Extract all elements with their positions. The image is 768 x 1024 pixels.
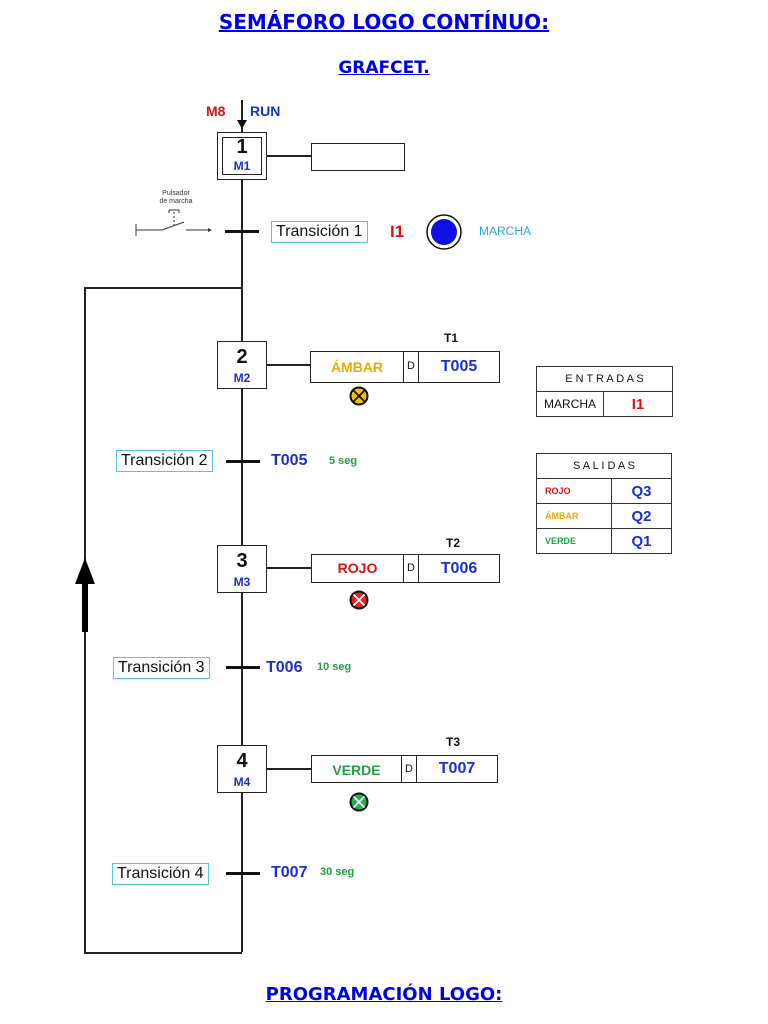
transition-4-timer: T007 <box>271 864 308 881</box>
transition-4-tick <box>226 872 260 875</box>
entradas-table: E N T R A D A S MARCHA I1 <box>536 366 673 417</box>
action-timer-t007: T007 <box>438 760 476 777</box>
transition-2-label: Transición 2 <box>116 450 213 472</box>
m8-label: M8 <box>206 103 226 119</box>
step-2-action: ÁMBAR D T005 <box>310 351 500 383</box>
step-1-action-box <box>311 143 405 171</box>
page-title: SEMÁFORO LOGO CONTÍNUO: <box>218 10 550 34</box>
marcha-indicator-label: MARCHA <box>479 224 532 238</box>
salidas-table: S A L I D A S ROJO Q3 ÁMBAR Q2 VERDE Q1 <box>536 453 672 554</box>
grafcet-main-rail <box>241 100 243 952</box>
pushbutton-switch-icon: Pulsador de marcha <box>135 190 212 236</box>
pushbutton-caption-2: de marcha <box>159 198 192 205</box>
loop-bottom-line <box>84 952 242 954</box>
salidas-header: S A L I D A S <box>536 453 672 479</box>
entradas-header: E N T R A D A S <box>536 366 673 392</box>
verde-lamp-icon <box>349 792 369 812</box>
salidas-addr-q3: Q3 <box>611 478 672 504</box>
transition-2-timer: T005 <box>271 452 308 469</box>
action-rojo-label: ROJO <box>312 555 404 582</box>
transition-3-tick <box>226 666 260 669</box>
rojo-lamp-icon <box>349 590 369 610</box>
transition-4-label: Transición 4 <box>112 863 209 885</box>
step-2-number: 2 <box>236 346 248 368</box>
step-3: 3 M3 <box>217 545 267 593</box>
transition-4-time: 30 seg <box>320 866 355 878</box>
step-4-action-link <box>266 768 312 770</box>
action-delay-d: D <box>404 555 419 582</box>
grafcet-subtitle: GRAFCET. <box>338 58 430 78</box>
salidas-addr-q2: Q2 <box>611 503 672 529</box>
loop-arrow-up-icon <box>75 558 95 632</box>
programacion-subtitle: PROGRAMACIÓN LOGO: <box>265 984 503 1005</box>
transition-2-time: 5 seg <box>329 455 358 467</box>
step-3-action: ROJO D T006 <box>311 554 500 583</box>
transition-3-time: 10 seg <box>317 661 352 673</box>
start-arrow-icon <box>237 120 247 129</box>
step-2-marker: M2 <box>233 371 251 385</box>
timer-tag-t1: T1 <box>444 331 459 345</box>
action-timer-t005: T005 <box>440 358 478 375</box>
transition-3-label: Transición 3 <box>113 657 210 679</box>
loop-top-line <box>84 287 242 289</box>
step-1-marker: M1 <box>233 159 251 173</box>
transition-1-tick <box>225 230 259 233</box>
salidas-row-rojo: ROJO <box>536 478 612 504</box>
step-3-marker: M3 <box>233 575 251 589</box>
step-3-number: 3 <box>236 550 248 572</box>
transition-3-timer: T006 <box>266 659 303 676</box>
run-label: RUN <box>250 103 281 119</box>
step-1-number: 1 <box>236 136 248 158</box>
marcha-pilot-light-icon <box>426 214 462 250</box>
entradas-row-name: MARCHA <box>536 391 604 417</box>
step-4-number: 4 <box>236 750 248 772</box>
step-4: 4 M4 <box>217 745 267 793</box>
step-2-action-link <box>266 364 311 366</box>
salidas-row-ambar: ÁMBAR <box>536 503 612 529</box>
entradas-row-addr: I1 <box>603 391 673 417</box>
pushbutton-caption-1: Pulsador <box>162 190 190 197</box>
action-timer-t006: T006 <box>440 560 478 577</box>
step-2: 2 M2 <box>217 341 267 389</box>
transition-1-input: I1 <box>390 222 405 241</box>
action-ambar-label: ÁMBAR <box>311 352 404 382</box>
transition-2-tick <box>226 460 260 463</box>
salidas-addr-q1: Q1 <box>611 528 672 554</box>
step-4-marker: M4 <box>233 775 251 789</box>
step-1: 1 M1 <box>217 132 267 180</box>
transition-1-label: Transición 1 <box>271 221 368 243</box>
action-delay-d: D <box>404 352 419 382</box>
action-delay-d: D <box>402 756 417 782</box>
ambar-lamp-icon <box>349 386 369 406</box>
salidas-row-verde: VERDE <box>536 528 612 554</box>
action-verde-label: VERDE <box>312 756 402 782</box>
step-3-action-link <box>266 567 312 569</box>
step-1-action-link <box>266 155 312 157</box>
step-4-action: VERDE D T007 <box>311 755 498 783</box>
timer-tag-t3: T3 <box>446 735 461 749</box>
timer-tag-t2: T2 <box>446 536 461 550</box>
